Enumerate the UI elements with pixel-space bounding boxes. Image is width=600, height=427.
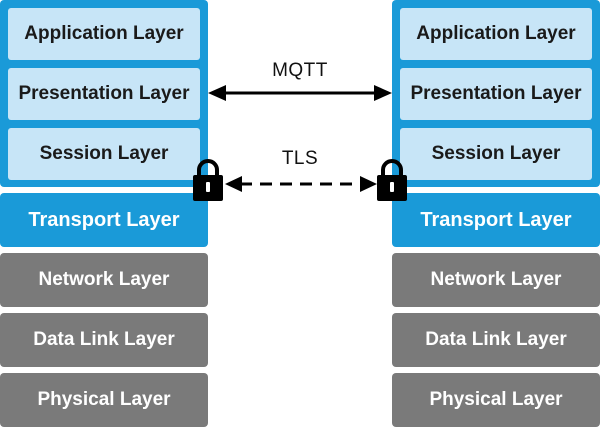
transport-layer: Transport Layer [0, 193, 208, 247]
application-layer: Application Layer [8, 8, 200, 60]
tls-arrow [225, 176, 377, 192]
physical-layer: Physical Layer [392, 373, 600, 427]
session-layer: Session Layer [400, 128, 592, 180]
right-protocol-stack: Application Layer Presentation Layer Ses… [392, 0, 600, 427]
data-link-layer: Data Link Layer [392, 313, 600, 367]
presentation-layer: Presentation Layer [8, 68, 200, 120]
network-layer: Network Layer [0, 253, 208, 307]
left-protocol-stack: Application Layer Presentation Layer Ses… [0, 0, 208, 427]
padlock-icon [193, 159, 223, 201]
transport-layer: Transport Layer [392, 193, 600, 247]
mqtt-arrow [208, 85, 392, 101]
presentation-layer: Presentation Layer [400, 68, 592, 120]
application-layer: Application Layer [400, 8, 592, 60]
data-link-layer: Data Link Layer [0, 313, 208, 367]
padlock-icon [377, 159, 407, 201]
tls-label: TLS [281, 148, 319, 169]
network-layer: Network Layer [392, 253, 600, 307]
session-layer: Session Layer [8, 128, 200, 180]
physical-layer: Physical Layer [0, 373, 208, 427]
mqtt-label: MQTT [272, 60, 328, 81]
